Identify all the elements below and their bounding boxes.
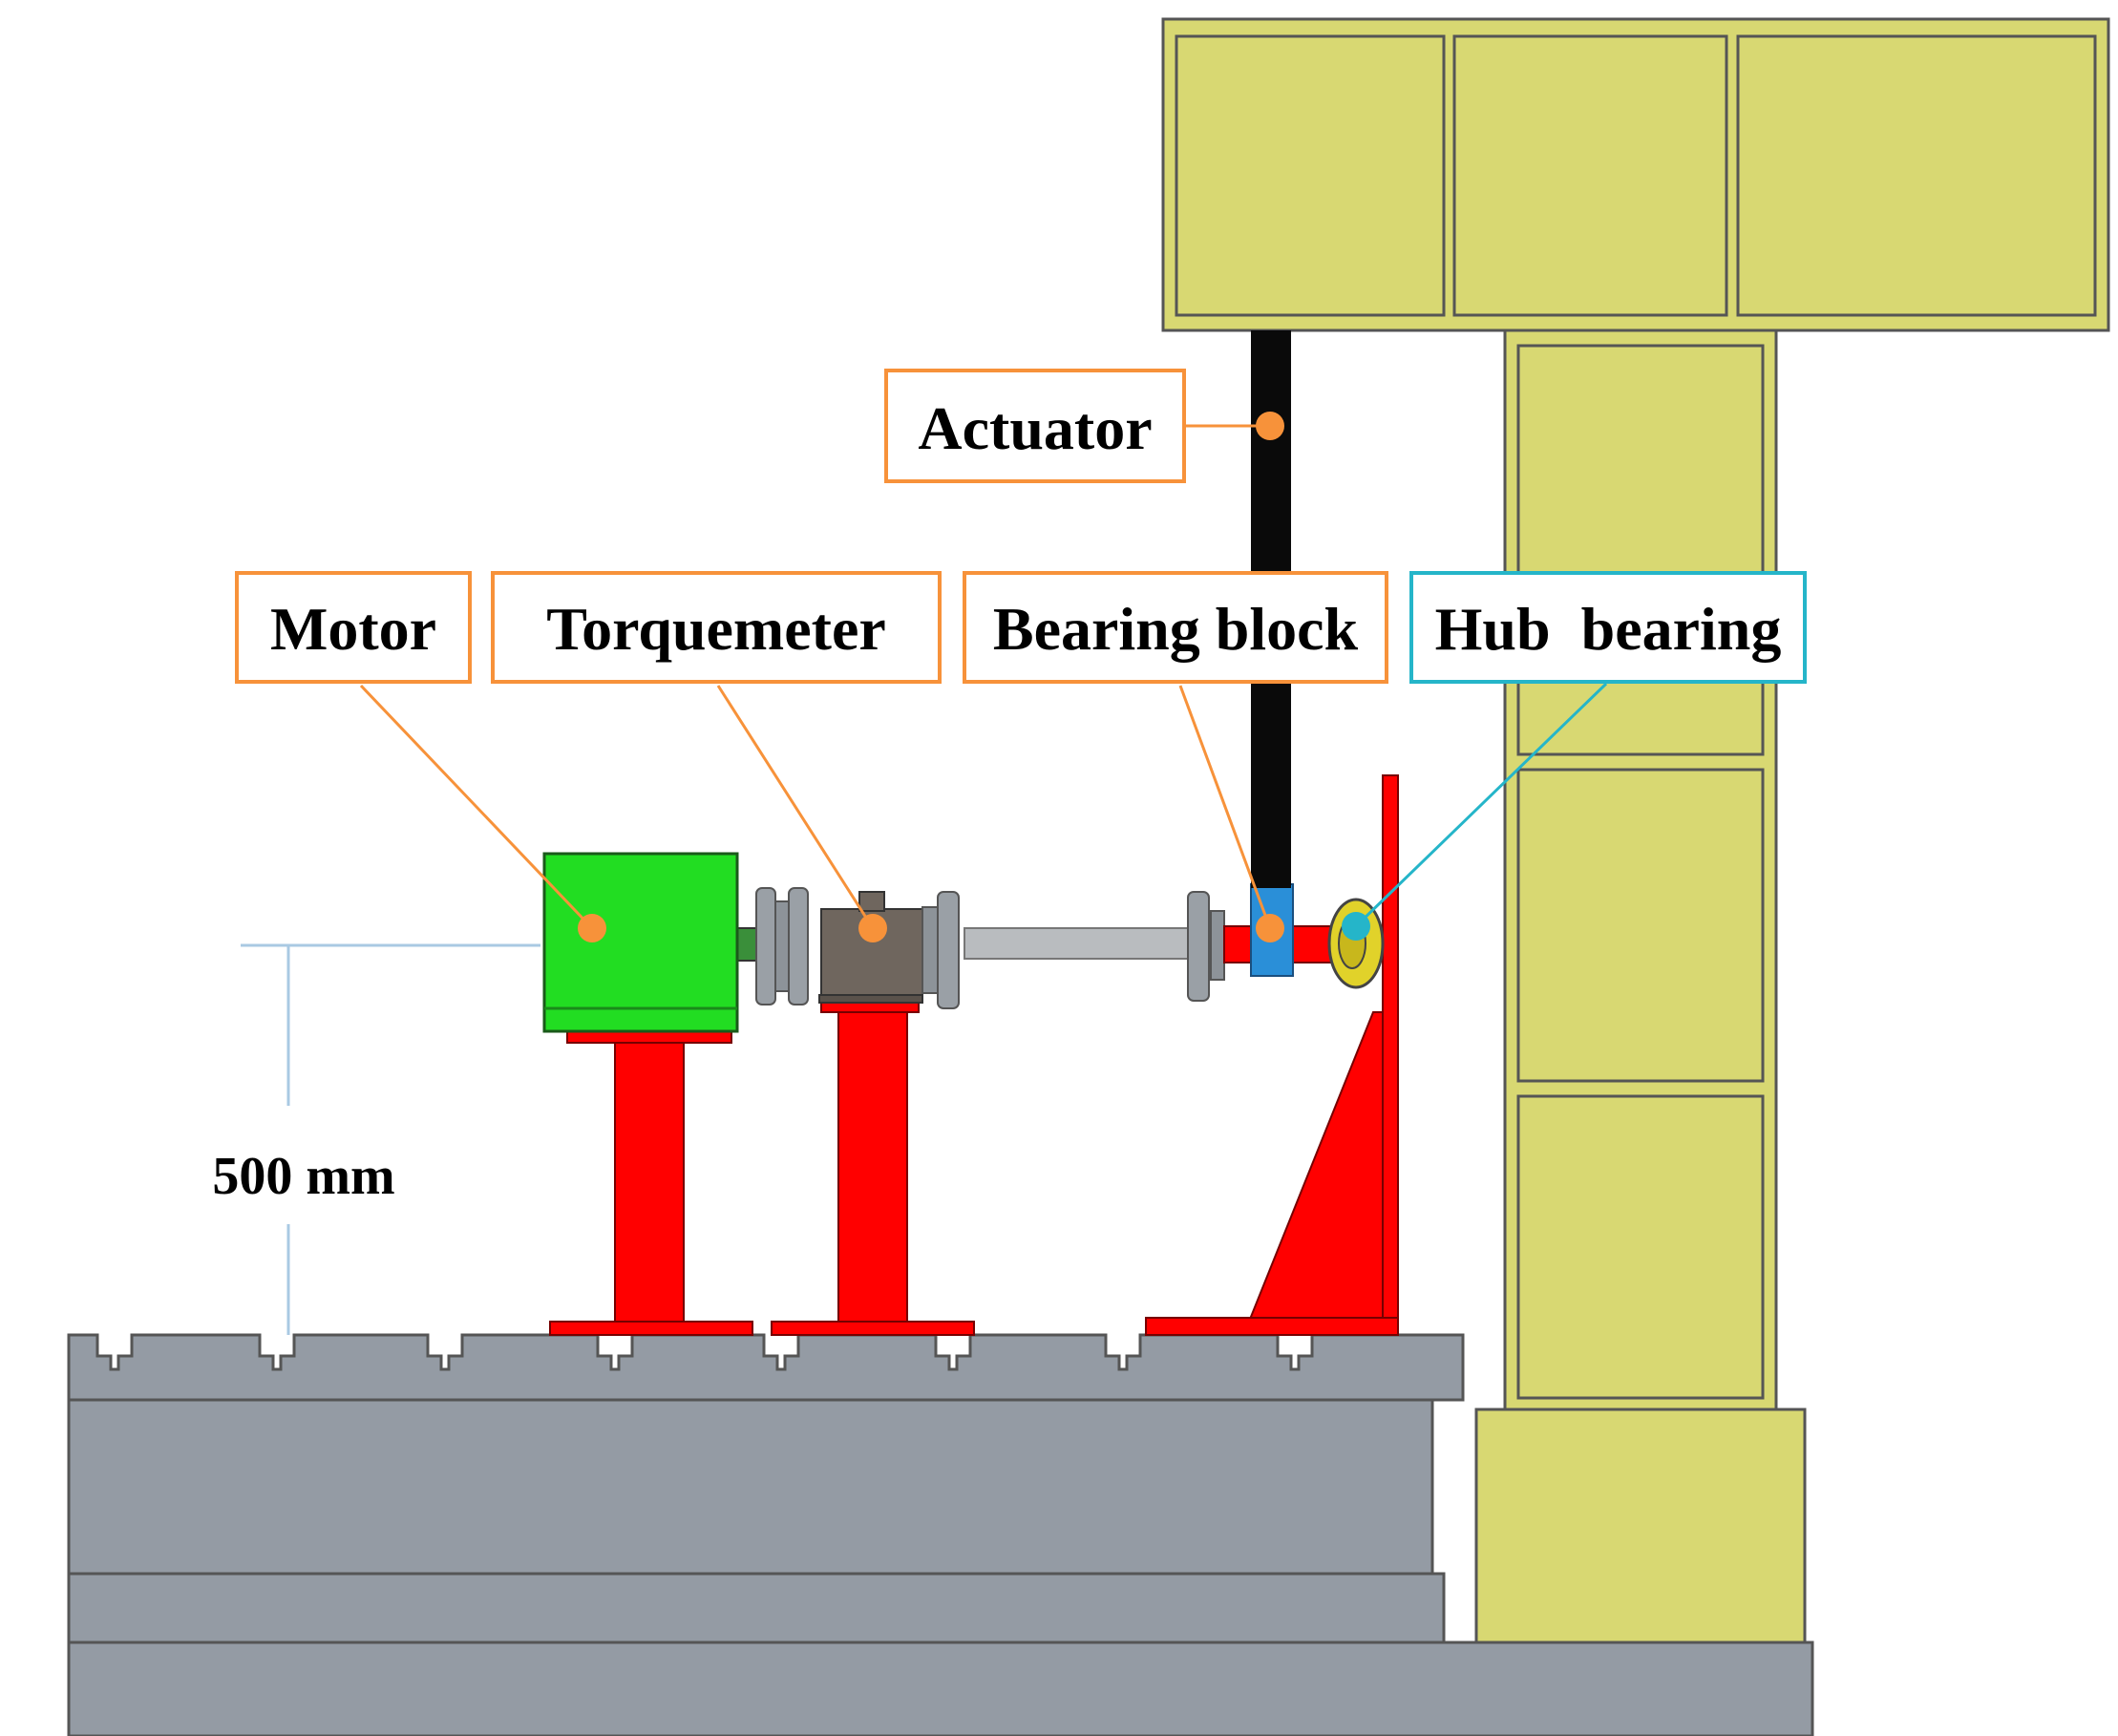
label-actuator-text: Actuator [918, 394, 1152, 462]
label-torquemeter: Torquemeter [491, 571, 942, 684]
frame-beam-panel-2 [1452, 34, 1728, 317]
frame-beam-panel-3 [1736, 34, 2097, 317]
actuator-dot [1256, 412, 1284, 440]
motor-support-post [614, 1042, 685, 1323]
label-motor: Motor [235, 571, 472, 684]
torquemeter-leader [716, 685, 875, 929]
frame-column-panel-1 [1516, 344, 1765, 756]
bench-body [67, 1398, 1434, 1576]
bench-base [67, 1641, 1814, 1736]
motor-dot [578, 914, 606, 942]
frame-column-panel-2 [1516, 768, 1765, 1083]
label-bearing-block: Bearing block [963, 571, 1388, 684]
frame-column-base [1474, 1408, 1807, 1644]
torquemeter-support-foot [771, 1321, 975, 1336]
torquemeter-base [818, 994, 923, 1004]
torquemeter-flange-1 [921, 906, 939, 994]
bench-top-slotted [67, 1333, 1465, 1402]
torquemeter-dot [858, 914, 887, 942]
torquemeter-flange-2 [937, 891, 960, 1009]
hub-bearing-leader [1354, 682, 1608, 928]
motor [542, 852, 739, 1033]
shaft-flange-right [1187, 891, 1210, 1002]
shaft-flange-right-2 [1210, 910, 1225, 981]
label-actuator: Actuator [884, 369, 1186, 483]
coupling-disc-2 [774, 900, 790, 992]
label-motor-box [235, 571, 472, 684]
frame-column-panel-3 [1516, 1094, 1765, 1400]
coupling-disc-3 [788, 887, 809, 1006]
loading-frame [1161, 17, 2110, 1644]
hub-bracket-foot [1145, 1317, 1399, 1336]
bearing-block-dot [1256, 914, 1284, 942]
label-hub-bearing: Hub bearing [1409, 571, 1807, 684]
height-dimension: 500 mm [212, 943, 540, 1335]
leaders [359, 412, 1608, 942]
label-motor-text: Motor [270, 595, 436, 663]
motor-coupling-stub [736, 927, 757, 962]
label-actuator-box [884, 369, 1186, 483]
hub-bearing-dot [1342, 912, 1370, 941]
supports [549, 774, 1399, 1336]
bearing-block-leader [1178, 685, 1272, 929]
frame-beam-panel-1 [1175, 34, 1446, 317]
motor-leader [359, 684, 594, 930]
label-hub-bearing-box [1409, 571, 1807, 684]
label-torquemeter-text: Torquemeter [546, 595, 886, 663]
motor-body [542, 852, 739, 1033]
label-bearing-block-box [963, 571, 1388, 684]
hub-bracket-plate [1382, 774, 1399, 1323]
drive-shaft [964, 927, 1191, 960]
label-torquemeter-box [491, 571, 942, 684]
motor-support-plate [566, 1030, 732, 1044]
torquemeter-support-post [837, 1011, 908, 1323]
motor-support-foot [549, 1321, 753, 1336]
coupling-disc-1 [755, 887, 776, 1006]
bench-middle [67, 1572, 1446, 1644]
dimension-text: 500 mm [212, 1147, 394, 1206]
hub-bracket-gusset [1247, 1011, 1384, 1323]
test-bench [67, 1333, 1814, 1736]
torquemeter-top [858, 891, 885, 912]
label-bearing-block-text: Bearing block [993, 595, 1359, 663]
label-hub-bearing-text: Hub bearing [1435, 595, 1782, 663]
